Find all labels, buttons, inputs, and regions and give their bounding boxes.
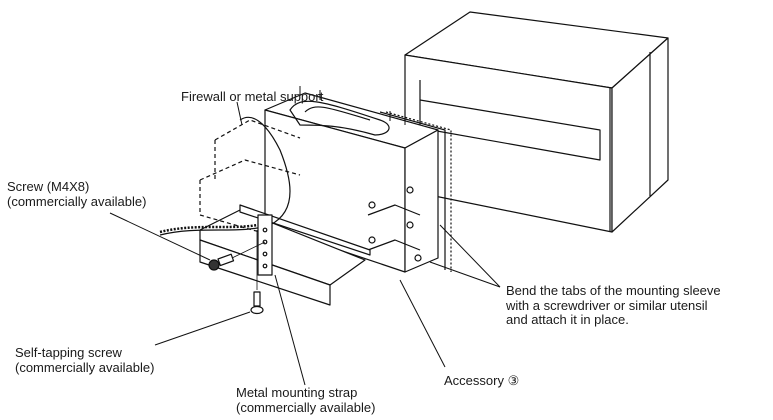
self-tapping-screw-label: Self-tapping screw (commercially availab…	[15, 345, 155, 375]
firewall-panel	[379, 111, 452, 272]
leader-lines	[109, 101, 501, 386]
screw-label: Screw (M4X8) (commercially available)	[7, 179, 147, 209]
bend-tabs-line3: and attach it in place.	[506, 312, 629, 327]
metal-mounting-strap	[257, 214, 273, 276]
bend-tabs-line1: Bend the tabs of the mounting sleeve	[506, 283, 721, 298]
bend-tabs-line2: with a screwdriver or similar utensil	[506, 297, 708, 313]
self-tapping-line2: (commercially available)	[15, 359, 155, 375]
firewall-outline	[199, 119, 301, 236]
bend-tabs-label: Bend the tabs of the mounting sleeve wit…	[506, 283, 721, 328]
accessory-label: Accessory ③	[444, 373, 520, 388]
screw-label-line1: Screw (M4X8)	[7, 179, 90, 194]
self-tapping-screw	[250, 230, 264, 315]
firewall-label: Firewall or metal support	[181, 89, 324, 104]
mounting-sleeve-illustration	[264, 86, 439, 273]
metal-strap-line2: (commercially available)	[236, 399, 376, 415]
screw-label-line2: (commercially available)	[7, 193, 147, 209]
metal-strap-label: Metal mounting strap (commercially avail…	[236, 385, 376, 415]
self-tapping-line1: Self-tapping screw	[15, 345, 122, 360]
screw-m4x8	[208, 241, 266, 271]
head-unit-illustration	[404, 11, 669, 233]
metal-support-edge	[159, 116, 291, 236]
metal-strap-line1: Metal mounting strap	[236, 385, 358, 400]
